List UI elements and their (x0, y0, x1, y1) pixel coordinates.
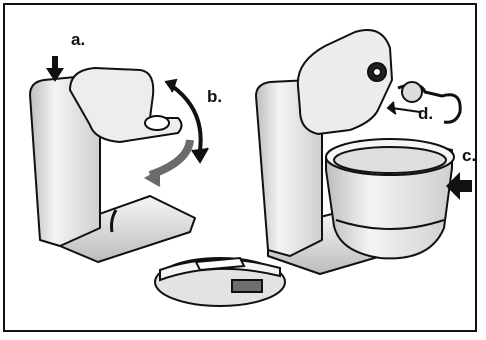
mixer-right (256, 30, 460, 274)
label-b: b. (207, 88, 222, 105)
mixer-arm-right (298, 30, 392, 134)
label-c: c. (462, 147, 476, 164)
pointer-arrow-icon (388, 102, 420, 114)
drive-socket-left (145, 116, 169, 130)
label-d: d. (418, 105, 433, 122)
cover-disc (155, 258, 285, 306)
label-a: a. (71, 31, 85, 48)
